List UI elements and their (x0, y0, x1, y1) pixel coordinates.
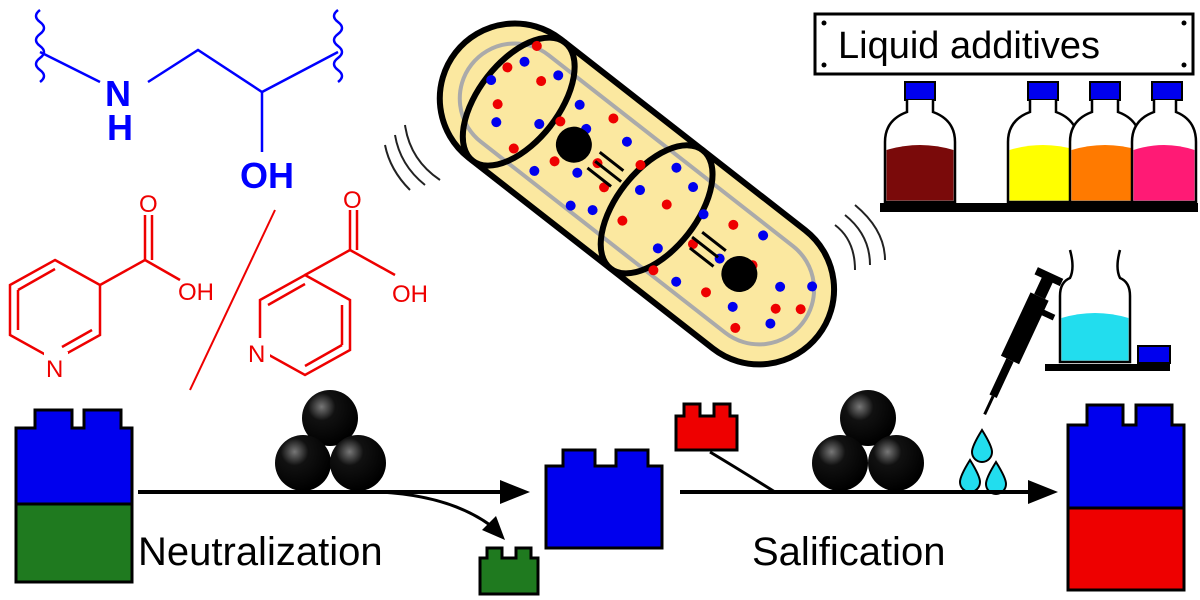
milling-ball-icon (812, 435, 868, 491)
neutralization-label: Neutralization (138, 530, 383, 574)
isonicotinic-oh: OH (392, 281, 428, 308)
milling-ball-icon (555, 126, 592, 163)
bottle-icon-orange (1068, 81, 1142, 204)
bottle-icon-pink (1130, 81, 1198, 204)
droplet-icon (958, 458, 982, 493)
bottle-icon-yellow (1006, 81, 1080, 204)
isonicotinic-acid-labels: O OH N (246, 187, 428, 368)
amine-n: N (105, 73, 131, 114)
salification-arrow (680, 450, 1058, 504)
droplet-icons (958, 428, 1008, 495)
liquid-additives-label-box (813, 12, 1195, 76)
nicotinic-o: O (139, 191, 158, 218)
isonicotinic-acid-structure (258, 210, 396, 377)
bottle-cap (1137, 345, 1171, 364)
nicotinic-acid-structure (8, 215, 181, 362)
divider-slash (189, 209, 276, 391)
milling-balls-cluster-1 (275, 390, 386, 491)
pipette-icon (983, 267, 1064, 416)
particles-blue (486, 56, 818, 329)
nicotinic-oh: OH (178, 279, 214, 306)
hydroxyl-oh: OH (240, 155, 294, 196)
bottle-icon-brown (883, 81, 957, 204)
lego-block-icon-green-small (478, 546, 540, 596)
isonicotinic-n: N (248, 341, 265, 368)
lego-block-icon-blue-red (1066, 403, 1186, 592)
polymer-backbone-2 (147, 48, 339, 94)
milling-ball-icon (302, 390, 358, 446)
lego-block-icon-blue (544, 448, 664, 550)
vibration-lines-right (834, 204, 886, 271)
milling-ball-icon (840, 390, 896, 446)
milling-balls-cluster-2 (812, 390, 924, 491)
jar-lid-seam (597, 142, 716, 277)
droplet-icon (970, 428, 994, 463)
droplet-icon (984, 460, 1008, 495)
lego-block-icon-red-small (674, 402, 739, 452)
polymer-structure: N H OH (34, 9, 344, 196)
cyan-bottle-icon (1045, 249, 1171, 371)
liquid-additives-label: Liquid additives (838, 25, 1100, 67)
milling-ball-icon-2 (721, 255, 758, 292)
vibration-lines-left (384, 124, 441, 191)
lego-block-icon-blue-green (14, 408, 134, 584)
milling-ball-icon (868, 435, 924, 491)
neutralization-arrow (138, 480, 530, 540)
amine-h: H (107, 107, 133, 148)
nicotinic-acid-labels: O OH N (44, 191, 214, 383)
isonicotinic-o: O (343, 187, 362, 214)
milling-jar-icon (384, 20, 886, 368)
milling-ball-icon (275, 435, 331, 491)
wavy-bond-left (34, 9, 46, 83)
liquid-additives-panel: Liquid additives (813, 12, 1198, 212)
salification-label: Salification (752, 530, 945, 574)
milling-ball-icon (330, 435, 386, 491)
polymer-backbone (39, 50, 101, 84)
nicotinic-n: N (46, 356, 63, 383)
wavy-bond-right (332, 9, 344, 83)
bottle-shelf (880, 203, 1198, 212)
